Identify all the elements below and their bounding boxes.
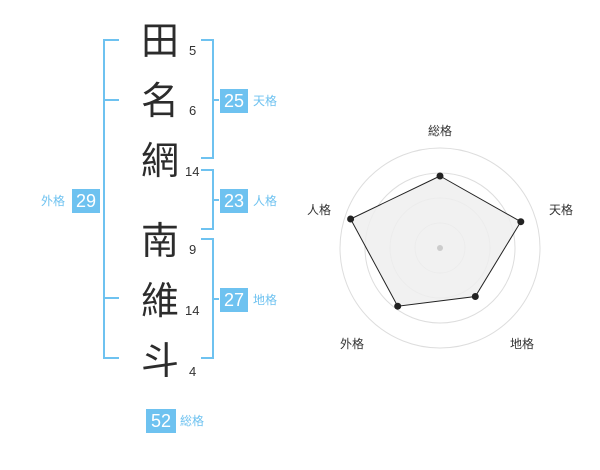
jinkaku-value-badge: 23 <box>220 189 248 213</box>
radar-point-3 <box>471 293 479 300</box>
chikaku-label: 地格 <box>253 293 278 307</box>
radar-polygon <box>349 175 522 307</box>
radar-label-left: 人格 <box>307 203 332 217</box>
stroke-count-5: 14 <box>185 303 200 318</box>
radar-grid-ring <box>339 147 541 349</box>
radar-points <box>347 172 525 310</box>
stroke-count-3: 14 <box>185 164 200 179</box>
name-char-3: 網 <box>141 139 180 183</box>
name-char-4: 南 <box>141 219 180 263</box>
soukaku-value-badge: 52 <box>146 409 176 433</box>
soukaku-label: 総格 <box>180 414 205 428</box>
stroke-count-2: 6 <box>189 103 197 118</box>
radar-label-top: 総格 <box>428 124 453 138</box>
gaikaku-bracket <box>103 39 119 359</box>
name-char-2: 名 <box>141 79 180 123</box>
tenkaku-value-badge: 25 <box>220 89 248 113</box>
name-char-1: 田 <box>141 19 180 63</box>
stroke-count-6: 4 <box>189 364 197 379</box>
tenkaku-label: 天格 <box>253 94 278 108</box>
name-char-6: 斗 <box>141 339 180 383</box>
radar-label-bottom-right: 地格 <box>510 337 535 351</box>
stroke-count-1: 5 <box>189 43 197 58</box>
radar-label-bottom-left: 外格 <box>340 337 365 351</box>
radar-point-1 <box>436 172 444 180</box>
gaikaku-label: 外格 <box>41 194 66 208</box>
radar-center-dot <box>437 245 443 251</box>
chikaku-value-badge: 27 <box>220 288 248 312</box>
jinkaku-label: 人格 <box>253 194 278 208</box>
gaikaku-value-badge: 29 <box>72 189 100 213</box>
stroke-count-4: 9 <box>189 242 197 257</box>
radar-point-5 <box>347 215 355 223</box>
radar-point-4 <box>394 302 402 310</box>
name-char-5: 維 <box>141 279 180 323</box>
radar-point-2 <box>517 218 525 226</box>
radar-label-right: 天格 <box>549 203 574 217</box>
